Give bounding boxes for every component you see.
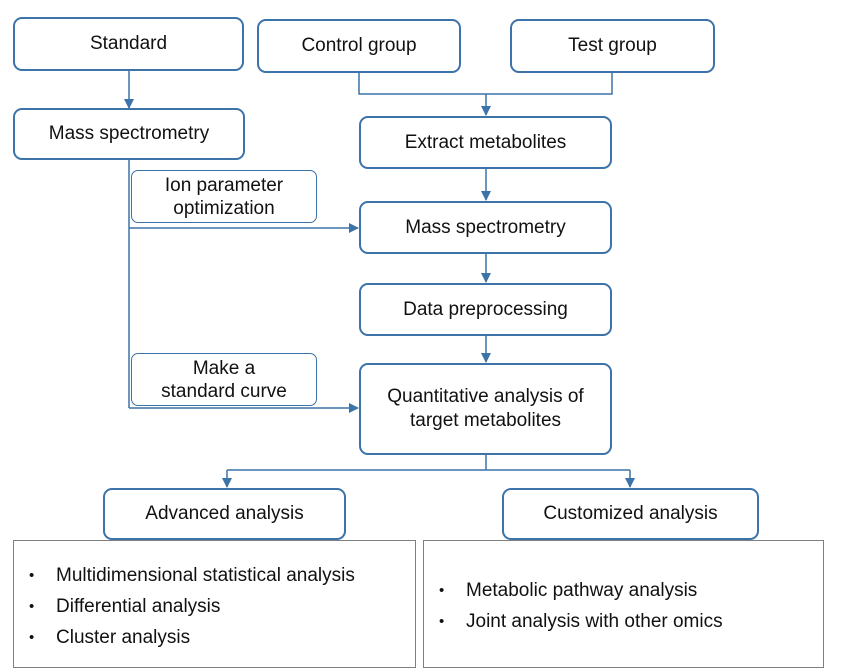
advanced-analysis-label: Advanced analysis (145, 503, 304, 524)
customized-analysis-box: Customized analysis (502, 488, 759, 540)
bullet-icon: • (29, 629, 35, 646)
ion-parameter-optimization-box: Ion parameter optimization (131, 170, 317, 223)
test-group-label: Test group (568, 35, 657, 56)
advanced-analysis-list: • Multidimensional statistical analysis •… (14, 541, 415, 653)
list-item: • Differential analysis (14, 591, 415, 622)
list-item: • Multidimensional statistical analysis (14, 560, 415, 591)
customized-analysis-label: Customized analysis (543, 503, 718, 524)
list-item-label: Multidimensional statistical analysis (56, 565, 355, 586)
extract-metabolites-label: Extract metabolites (404, 131, 567, 153)
bullet-icon: • (29, 598, 35, 615)
list-item: • Joint analysis with other omics (424, 606, 823, 637)
ion-parameter-line-2: optimization (173, 197, 275, 219)
mass-spectrometry-center-label: Mass spectrometry (405, 216, 566, 238)
customized-analysis-list: • Metabolic pathway analysis • Joint analy… (424, 541, 823, 637)
standard-curve-line-2: standard curve (161, 380, 287, 402)
list-item: • Cluster analysis (14, 622, 415, 653)
list-item-label: Differential analysis (56, 596, 221, 617)
quantitative-analysis-box: Quantitative analysis of target metaboli… (359, 363, 612, 455)
control-group-box: Control group (257, 19, 461, 73)
advanced-analysis-box: Advanced analysis (103, 488, 346, 540)
standard-label: Standard (89, 33, 168, 54)
mass-spectrometry-left-label: Mass spectrometry (48, 123, 210, 144)
standard-curve-box: Make a standard curve (131, 353, 317, 406)
data-preprocessing-box: Data preprocessing (359, 283, 612, 336)
quantitative-analysis-line-1: Quantitative analysis of (387, 386, 584, 407)
list-item-label: Joint analysis with other omics (466, 611, 723, 632)
data-preprocessing-label: Data preprocessing (403, 298, 568, 320)
ion-parameter-line-1: Ion parameter (164, 174, 284, 196)
bullet-icon: • (439, 582, 445, 599)
bullet-icon: • (439, 613, 445, 630)
list-item-label: Metabolic pathway analysis (466, 580, 698, 601)
mass-spectrometry-center-box: Mass spectrometry (359, 201, 612, 254)
advanced-analysis-panel: • Multidimensional statistical analysis •… (13, 540, 416, 668)
extract-metabolites-box: Extract metabolites (359, 116, 612, 169)
bullet-icon: • (29, 567, 35, 584)
test-group-box: Test group (510, 19, 715, 73)
line-control-test-merge (358, 72, 613, 95)
list-item-label: Cluster analysis (56, 627, 191, 648)
standard-curve-line-1: Make a (192, 357, 256, 379)
customized-analysis-panel: • Metabolic pathway analysis • Joint analy… (423, 540, 824, 668)
standard-box: Standard (13, 17, 244, 71)
list-item: • Metabolic pathway analysis (424, 575, 823, 606)
mass-spectrometry-left-box: Mass spectrometry (13, 108, 245, 160)
quantitative-analysis-line-2: target metabolites (409, 410, 562, 431)
control-group-label: Control group (301, 35, 417, 56)
